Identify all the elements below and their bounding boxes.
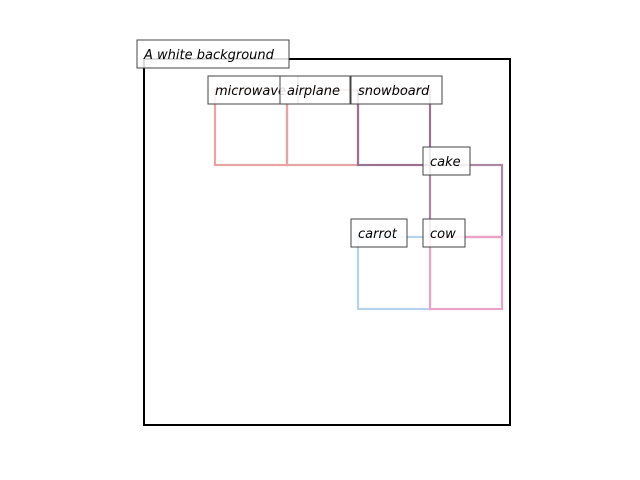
- carrot-label: carrot: [350, 218, 408, 248]
- carrot-label-text: carrot: [358, 227, 398, 242]
- canvas-frame: [143, 58, 511, 426]
- snowboard-label: snowboard: [350, 75, 443, 105]
- cake-label: cake: [422, 146, 471, 176]
- airplane-label: airplane: [279, 75, 351, 105]
- cow-label-text: cow: [430, 227, 456, 242]
- cow-box: [428, 235, 504, 311]
- microwave-label-text: microwave: [215, 84, 286, 99]
- snowboard-label-text: snowboard: [358, 84, 430, 99]
- caption-label: A white background: [136, 39, 290, 69]
- cow-label: cow: [422, 218, 466, 248]
- carrot-box: [356, 235, 432, 311]
- cake-label-text: cake: [430, 155, 461, 170]
- caption-text: A white background: [143, 48, 275, 63]
- airplane-label-text: airplane: [287, 84, 340, 99]
